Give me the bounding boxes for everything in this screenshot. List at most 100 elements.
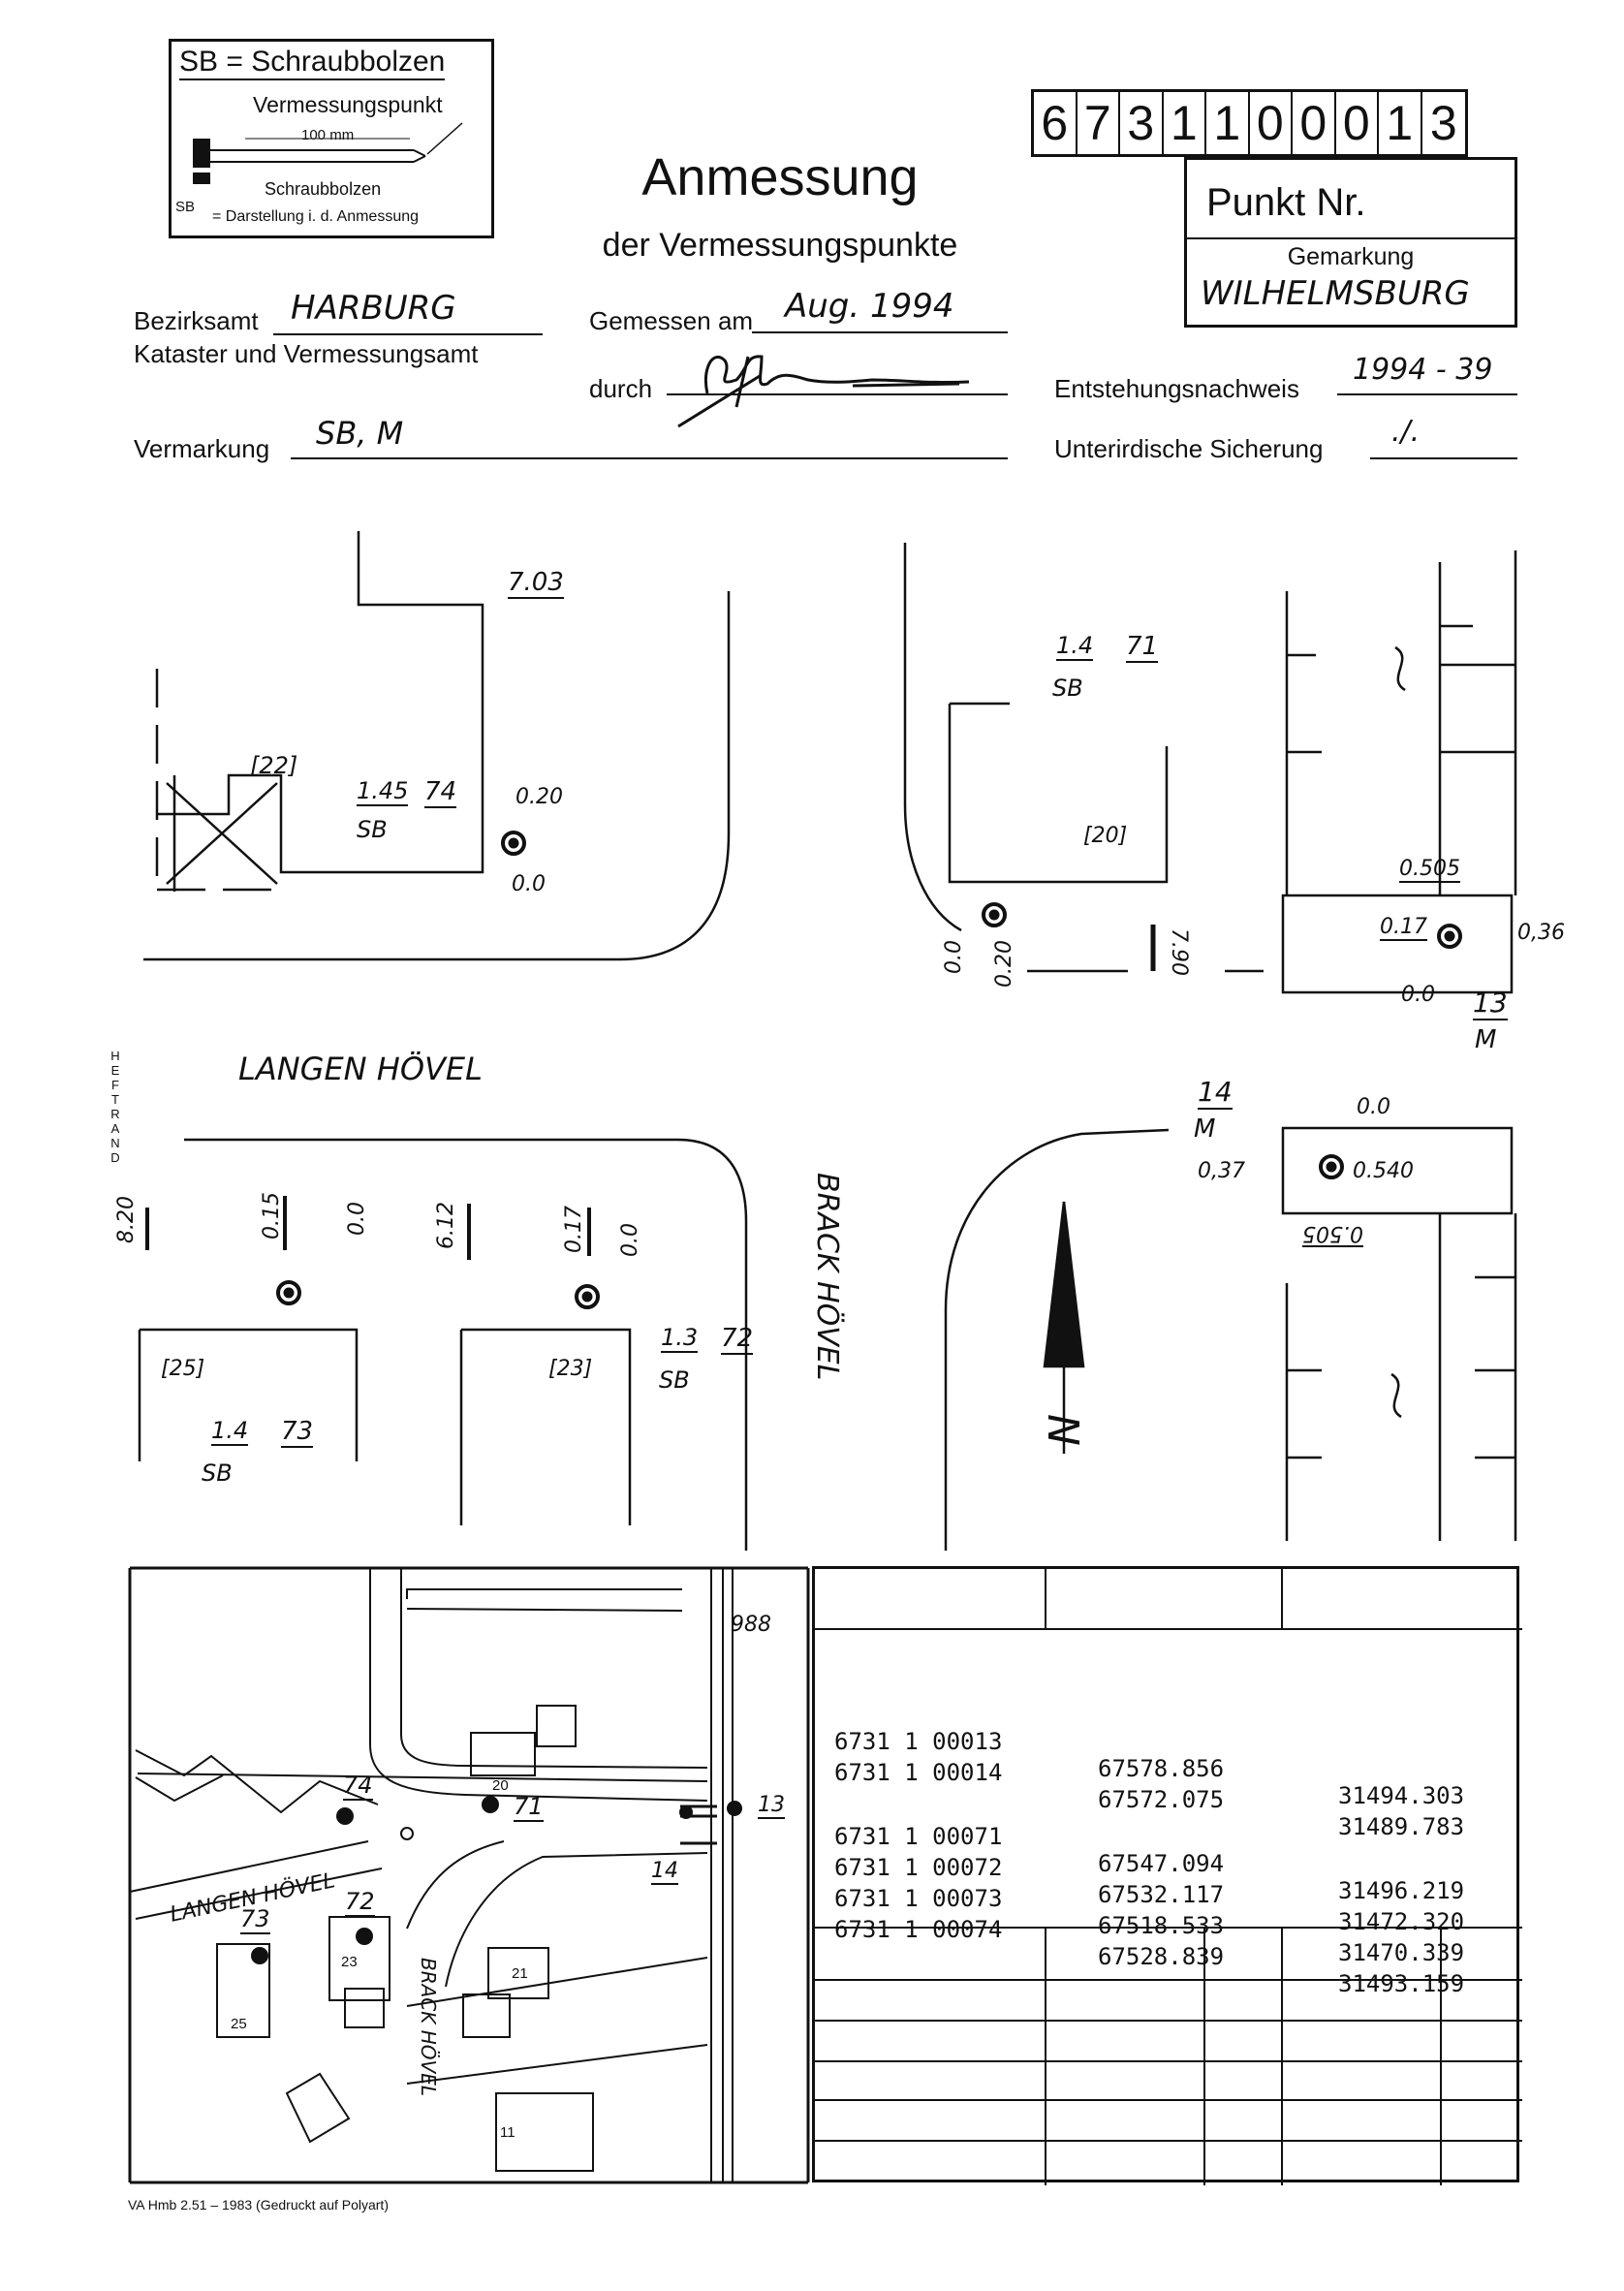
p74-number: 74 — [424, 777, 457, 808]
measure-790: 7.90 — [1167, 928, 1191, 976]
building-outline — [459, 1328, 632, 1525]
coordinate-table: 6731 1 00013 67578.856 31494.303 6731 1 … — [812, 1566, 1522, 2185]
page-subtitle: der Vermessungspunkte — [602, 227, 958, 264]
survey-point-marker — [982, 902, 1007, 927]
overview-house-label: 11 — [500, 2124, 515, 2141]
p72-number: 72 — [721, 1324, 754, 1355]
overview-house-label: 23 — [341, 1954, 358, 1970]
bezirksamt-label: Bezirksamt — [134, 306, 259, 335]
p74-depth: 1.45 — [357, 777, 409, 806]
overview-flur: 988 — [731, 1613, 771, 1637]
coord-x: 67528.839 — [1098, 1943, 1225, 1970]
digit-box: 3 — [1120, 92, 1164, 154]
measure-00e: 0.0 — [345, 1202, 369, 1236]
survey-point-marker — [1319, 1154, 1344, 1179]
vermarkung-value[interactable]: SB, M — [316, 415, 404, 452]
p13-number: 13 — [1473, 987, 1508, 1020]
house-23: [23] — [548, 1357, 593, 1381]
durch-line — [667, 393, 1008, 395]
house-20: [20] — [1083, 824, 1128, 848]
form-footer: VA Hmb 2.51 – 1983 (Gedruckt auf Polyart… — [128, 2197, 389, 2213]
vermarkung-label: Vermarkung — [134, 434, 270, 463]
north-label: N — [1037, 1414, 1087, 1446]
overview-point-13 — [727, 1801, 742, 1816]
heftrand-label: HEFTRAND — [110, 1049, 120, 1165]
measure-00: 0.0 — [512, 872, 546, 896]
overview-street-brack: BRACK HÖVEL — [417, 1958, 440, 2096]
bezirksamt-value[interactable]: HARBURG — [291, 289, 456, 328]
bridge-rect-top — [1281, 894, 1514, 994]
survey-point-marker — [1444, 930, 1455, 942]
street-edge — [143, 591, 731, 961]
gemarkung-value: WILHELMSBURG — [1201, 274, 1470, 313]
overview-house-label: 21 — [512, 1965, 528, 1982]
point-id: 6731 1 00073 — [834, 1885, 1003, 1912]
point-id: 6731 1 00074 — [834, 1916, 1003, 1943]
survey-point-marker — [1326, 1161, 1337, 1173]
p72-depth: 1.3 — [661, 1324, 699, 1353]
measure-017a: 0.17 — [1380, 915, 1427, 941]
bezirksamt-line — [273, 333, 543, 335]
overview-point-label: 74 — [343, 1772, 373, 1801]
measure-020b: 0.20 — [992, 940, 1016, 988]
measure-015: 0.15 — [260, 1192, 284, 1240]
legend-100mm: 100 mm — [301, 127, 355, 143]
building-outline — [948, 702, 1169, 884]
p73-number: 73 — [281, 1417, 314, 1448]
kataster-label: Kataster und Vermessungsamt — [134, 339, 479, 368]
coord-y: 31496.219 — [1338, 1877, 1465, 1904]
entstehung-line — [1337, 393, 1517, 395]
house-25: [25] — [161, 1357, 205, 1381]
digit-box: 6 — [1034, 92, 1077, 154]
p73-depth: 1.4 — [211, 1417, 249, 1446]
digit-box: 3 — [1429, 96, 1457, 150]
measure-00c: 0.0 — [1401, 983, 1435, 1007]
coord-y: 31489.783 — [1338, 1813, 1465, 1840]
street-edge — [903, 543, 962, 932]
gemessen-line — [752, 331, 1008, 333]
coord-y: 31472.320 — [1338, 1908, 1465, 1935]
table-grid — [815, 1569, 1522, 2185]
coordinate-row: 6731 1 00071 67547.094 31496.219 — [834, 1796, 1513, 1931]
survey-point-marker — [575, 1284, 600, 1309]
page-title: Anmessung — [641, 148, 919, 206]
overview-point-74 — [336, 1807, 354, 1825]
overview-point-label: 72 — [345, 1888, 375, 1917]
punkt-nr-box: Punkt Nr. Gemarkung WILHELMSBURG — [1184, 157, 1517, 328]
measure-0505a: 0.505 — [1399, 857, 1460, 883]
digit-box: 1 — [1379, 92, 1422, 154]
point-id: 6731 1 00014 — [834, 1759, 1003, 1786]
coord-y: 31470.339 — [1338, 1939, 1465, 1966]
building-outline — [157, 531, 484, 874]
survey-point-marker — [988, 909, 1000, 921]
survey-point-marker — [283, 1287, 295, 1299]
measure-00d: 0.0 — [1357, 1095, 1390, 1119]
measure-0505b: 0.505 — [1302, 1221, 1363, 1247]
p14-number: 14 — [1198, 1076, 1233, 1110]
point-id: 6731 1 00013 — [834, 1728, 1003, 1755]
p74-type: SB — [357, 816, 388, 843]
street-langen-hoevel: LANGEN HÖVEL — [238, 1051, 483, 1087]
p71-type: SB — [1052, 675, 1083, 702]
digit-box: 1 — [1164, 92, 1206, 154]
measure-612: 6.12 — [434, 1202, 458, 1249]
coordinate-row: 6731 1 00013 67578.856 31494.303 — [834, 1701, 1513, 1836]
legend-darstellung: = Darstellung i. d. Anmessung — [212, 208, 420, 225]
entstehung-label: Entstehungsnachweis — [1054, 374, 1299, 403]
gemessen-label: Gemessen am — [589, 306, 754, 335]
digit-box: 0 — [1293, 92, 1336, 154]
digit-box: 7 — [1077, 92, 1120, 154]
gemessen-value[interactable]: Aug. 1994 — [785, 287, 954, 326]
unterirdisch-line — [1370, 457, 1517, 459]
measure-00f: 0.0 — [618, 1223, 642, 1257]
durch-label: durch — [589, 374, 653, 403]
measure-036: 0,36 — [1517, 921, 1565, 945]
entstehung-value[interactable]: 1994 - 39 — [1353, 353, 1493, 387]
overview-house-label: 20 — [492, 1777, 509, 1794]
measure-703: 7.03 — [508, 568, 564, 599]
measure-00b: 0.0 — [942, 940, 966, 974]
measure-037: 0,37 — [1198, 1159, 1245, 1183]
unterirdisch-value[interactable]: ./. — [1391, 415, 1421, 449]
legend-title: SB = Schraubbolzen — [179, 46, 446, 80]
legend-schraubbolzen: Schraubbolzen — [265, 179, 382, 199]
